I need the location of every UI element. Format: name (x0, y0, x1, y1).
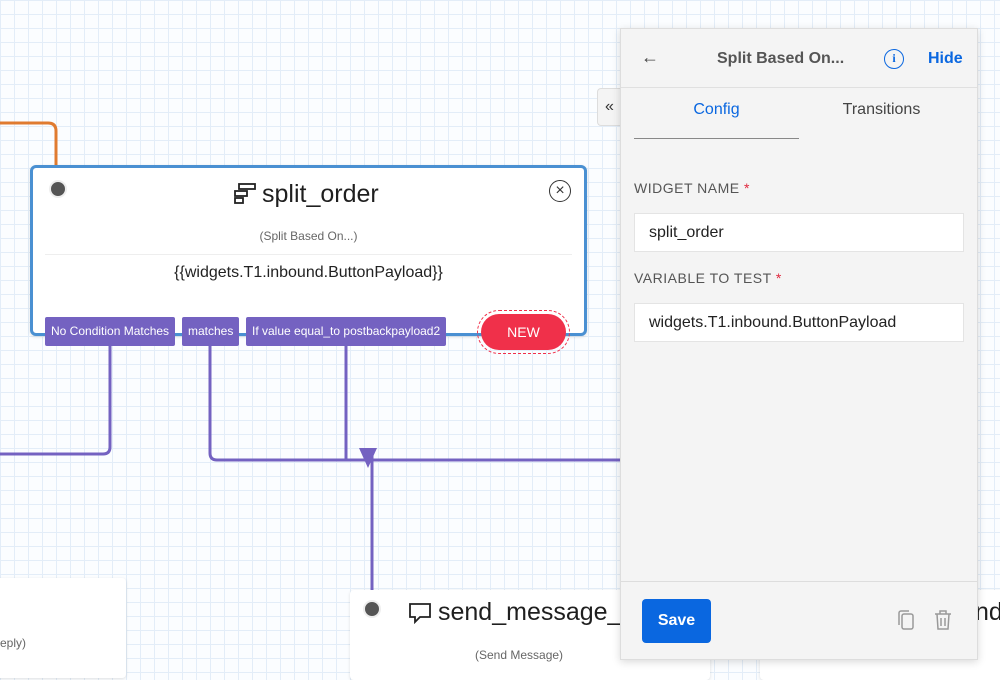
left-node[interactable]: eply) (0, 578, 126, 678)
collapse-icon[interactable]: « (597, 88, 621, 126)
send-node-title: send_message_ (438, 598, 622, 626)
transition-matches[interactable]: matches (182, 317, 240, 346)
variable-label-text: VARIABLE TO TEST (634, 270, 772, 286)
close-icon[interactable]: × (549, 180, 571, 202)
config-panel: ← Split Based On... i Hide Config Transi… (620, 28, 978, 660)
hide-button[interactable]: Hide (928, 50, 963, 67)
transition-no-condition[interactable]: No Condition Matches (45, 317, 176, 346)
header-divider (621, 87, 977, 88)
save-button[interactable]: Save (642, 599, 711, 643)
tab-config[interactable]: Config (634, 101, 799, 139)
variable-label: VARIABLE TO TEST * (634, 270, 782, 286)
duplicate-icon[interactable] (896, 609, 916, 631)
variable-input[interactable]: widgets.T1.inbound.ButtonPayload (634, 303, 964, 342)
arrow-head (359, 448, 377, 468)
left-node-type: eply) (0, 636, 27, 650)
node-handle[interactable] (49, 180, 67, 198)
required-mark: * (775, 270, 782, 286)
new-transition-outline (477, 310, 570, 354)
send-node-type: (Send Message) (475, 648, 564, 662)
widget-name-label: WIDGET NAME * (634, 180, 750, 196)
split-order-node[interactable]: split_order × (Split Based On...) {{widg… (30, 165, 587, 336)
new-transition-button[interactable]: NEW (481, 314, 566, 350)
widget-name-label-text: WIDGET NAME (634, 180, 740, 196)
message-icon (409, 603, 431, 624)
tab-transitions[interactable]: Transitions (842, 101, 921, 118)
back-icon[interactable]: ← (641, 47, 659, 67)
footer-divider (621, 581, 977, 582)
node-type: (Split Based On...) (259, 229, 358, 243)
widget-name-input[interactable]: split_order (634, 213, 964, 252)
node-title: split_order (262, 180, 379, 208)
delete-icon[interactable] (934, 609, 952, 631)
node-variable: {{widgets.T1.inbound.ButtonPayload}} (174, 264, 443, 281)
incoming-connection (0, 121, 58, 165)
node-handle[interactable] (363, 600, 381, 618)
transition-equal-to[interactable]: If value equal_to postbackpayload2 (246, 317, 447, 346)
panel-title: Split Based On... (717, 50, 845, 67)
right-node-title: nd, (975, 598, 1000, 626)
split-icon (234, 183, 256, 204)
info-icon[interactable]: i (884, 49, 904, 69)
required-mark: * (743, 180, 750, 196)
divider (45, 254, 572, 255)
matches-connection (208, 346, 620, 462)
no-match-connection (0, 346, 112, 456)
